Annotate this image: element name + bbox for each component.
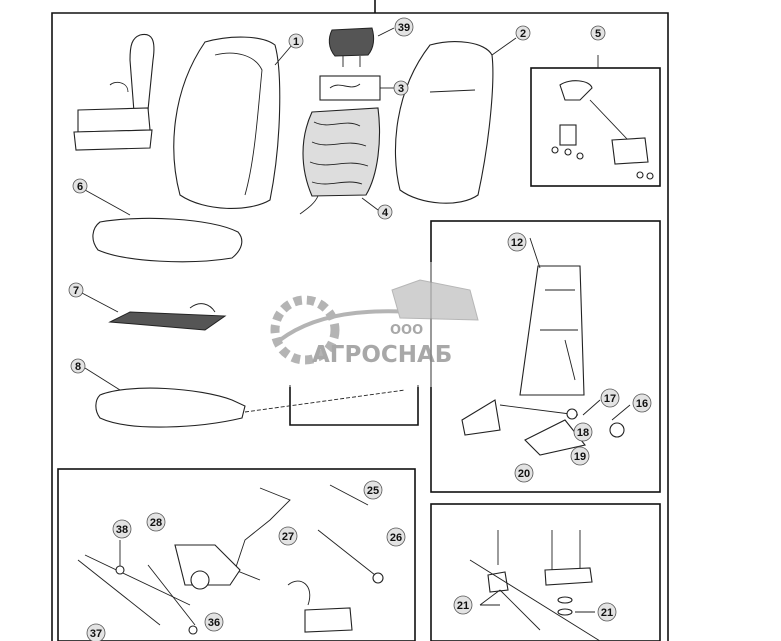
harvester-icon xyxy=(391,279,479,321)
seat-belt-drawing xyxy=(551,55,654,180)
svg-text:2: 2 xyxy=(520,28,526,40)
svg-text:17: 17 xyxy=(604,393,616,405)
box-mounting-detail xyxy=(430,503,661,641)
svg-text:25: 25 xyxy=(367,485,379,497)
svg-text:16: 16 xyxy=(636,398,648,410)
callout-39: 39 xyxy=(394,17,414,37)
callout-3: 3 xyxy=(393,80,409,96)
callout-17: 17 xyxy=(600,388,620,408)
heating-mat-part xyxy=(302,107,380,197)
svg-text:39: 39 xyxy=(398,22,410,34)
svg-text:21: 21 xyxy=(601,607,613,619)
callout-5: 5 xyxy=(590,25,606,41)
leader-39 xyxy=(377,27,395,37)
svg-text:4: 4 xyxy=(382,207,389,219)
callout-37: 37 xyxy=(86,623,106,641)
box-seat-belt xyxy=(530,67,661,187)
svg-text:3: 3 xyxy=(398,83,404,95)
harness-detail-drawing xyxy=(77,484,384,635)
callout-38: 38 xyxy=(112,519,132,539)
backrest-shell xyxy=(394,41,494,204)
callout-19: 19 xyxy=(570,446,590,466)
outer-frame xyxy=(51,12,669,641)
seat-heating-pad xyxy=(108,311,227,331)
complete-seat-drawing xyxy=(73,33,155,151)
callout-18: 18 xyxy=(573,422,593,442)
seat-frame-drawing xyxy=(461,237,631,456)
watermark-logo: ООО АГРОСНАБ xyxy=(245,262,510,387)
callout-27: 27 xyxy=(278,526,298,546)
box-seat-frame xyxy=(430,220,661,493)
watermark-brand: АГРОСНАБ xyxy=(312,342,452,368)
headrest-guide-part xyxy=(319,75,381,101)
callout-1: 1 xyxy=(288,33,304,49)
gear-icon xyxy=(270,295,340,365)
leader-2 xyxy=(491,37,517,56)
callout-7: 7 xyxy=(68,282,84,298)
svg-text:27: 27 xyxy=(282,531,294,543)
svg-text:21: 21 xyxy=(457,600,469,612)
mounting-detail-drawing xyxy=(469,530,601,641)
leader-4 xyxy=(361,197,379,211)
backrest-seam xyxy=(214,52,263,196)
headrest-part xyxy=(328,27,375,57)
callout-6: 6 xyxy=(72,178,88,194)
watermark-prefix: ООО xyxy=(390,323,423,338)
leader-6 xyxy=(84,189,131,216)
svg-text:37: 37 xyxy=(90,628,102,640)
callout-21-right: 21 xyxy=(597,602,617,622)
svg-text:20: 20 xyxy=(518,468,530,480)
box-bracket-outline xyxy=(289,385,419,426)
leader-8 xyxy=(84,367,121,391)
callout-28: 28 xyxy=(146,512,166,532)
svg-text:38: 38 xyxy=(116,524,128,536)
svg-text:26: 26 xyxy=(390,532,402,544)
callout-26: 26 xyxy=(386,527,406,547)
svg-text:19: 19 xyxy=(574,451,586,463)
backrest-cover xyxy=(173,36,281,209)
svg-text:5: 5 xyxy=(595,28,601,40)
box-harness-detail xyxy=(57,468,416,641)
svg-text:28: 28 xyxy=(150,517,162,529)
svg-text:18: 18 xyxy=(577,427,589,439)
callout-8: 8 xyxy=(70,358,86,374)
leader-1 xyxy=(274,44,293,66)
svg-text:12: 12 xyxy=(511,237,523,249)
callout-36: 36 xyxy=(204,612,224,632)
svg-text:7: 7 xyxy=(73,285,79,297)
seat-pan xyxy=(95,387,246,428)
svg-text:6: 6 xyxy=(77,181,83,193)
callout-16: 16 xyxy=(632,393,652,413)
seat-cushion xyxy=(92,217,243,263)
svg-text:8: 8 xyxy=(75,361,81,373)
callout-4: 4 xyxy=(377,204,393,220)
leader-7 xyxy=(81,292,119,313)
callout-20: 20 xyxy=(514,463,534,483)
svg-text:1: 1 xyxy=(293,36,299,48)
callout-25: 25 xyxy=(363,480,383,500)
callout-21-left: 21 xyxy=(453,595,473,615)
svg-text:36: 36 xyxy=(208,617,220,629)
callout-12: 12 xyxy=(507,232,527,252)
callout-2: 2 xyxy=(515,25,531,41)
